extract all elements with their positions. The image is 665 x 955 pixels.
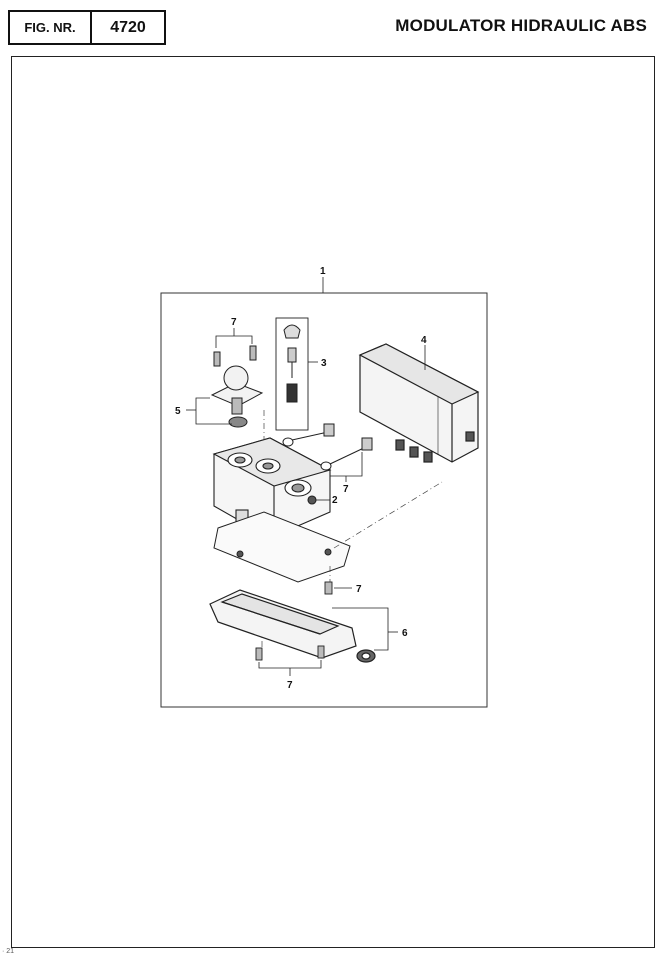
- gasket-plate: [213, 511, 351, 583]
- callout-7-bottom: 7: [287, 680, 293, 691]
- mounting-bolts: [282, 423, 373, 471]
- diagram-frame: [11, 56, 655, 948]
- part-3-valve-stack: [283, 324, 301, 403]
- callout-1: 1: [320, 266, 326, 277]
- bolt-part-7: [324, 581, 333, 595]
- bracket-7-bottom: [258, 660, 322, 669]
- callout-2: 2: [332, 495, 338, 506]
- hydraulic-block: [212, 437, 332, 563]
- ecu-module: [358, 343, 480, 463]
- part-3-frame: [275, 317, 309, 431]
- callout-7-right: 7: [356, 584, 362, 595]
- callout-4: 4: [421, 335, 427, 346]
- bracket-6: [332, 607, 389, 651]
- assembly-boundary: [160, 292, 488, 708]
- callout-7-top: 7: [231, 317, 237, 328]
- bottom-cover: [209, 589, 376, 663]
- callout-7-mid: 7: [343, 484, 349, 495]
- bracket-5: [195, 397, 232, 425]
- screw-left: [255, 647, 263, 661]
- callout-6: 6: [402, 628, 408, 639]
- bracket-7-top: [215, 335, 253, 348]
- figure-label: FIG. NR.: [10, 12, 92, 43]
- figure-number-box: FIG. NR. 4720: [8, 10, 166, 45]
- screw-right: [317, 645, 325, 659]
- bracket-7-mid: [329, 452, 363, 477]
- figure-number: 4720: [110, 18, 146, 36]
- page-title: MODULATOR HIDRAULIC ABS: [395, 16, 647, 35]
- corner-mark: · 21: [2, 948, 15, 955]
- callout-5: 5: [175, 406, 181, 417]
- callout-3: 3: [321, 358, 327, 369]
- part-5-fitting: [210, 345, 264, 428]
